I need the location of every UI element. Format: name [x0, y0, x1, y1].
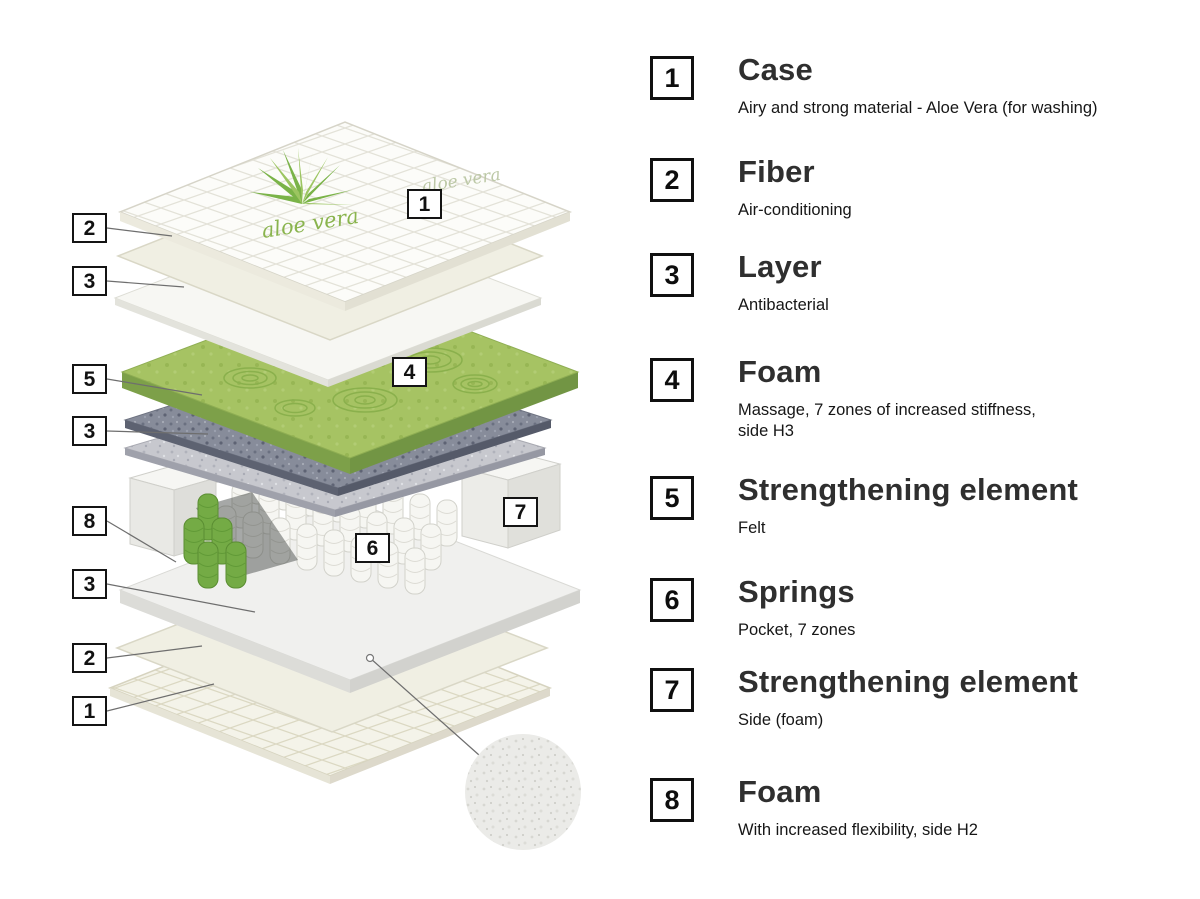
legend-num-7: 7 [650, 668, 694, 712]
legend-num-6: 6 [650, 578, 694, 622]
legend-num-5: 5 [650, 476, 694, 520]
legend-title-foam-massage: Foam [738, 354, 822, 389]
callout-5-felt: 5 [72, 364, 107, 394]
legend-item-case: 1 Case Airy and strong material - Aloe V… [650, 52, 1098, 119]
callout-1-case-top: 1 [407, 189, 442, 219]
legend-item-springs: 6 Springs Pocket, 7 zones [650, 574, 856, 641]
legend-desc-foam-h2: With increased flexibility, side H2 [738, 821, 978, 840]
aloe-plant-graphic [250, 148, 354, 205]
callout-3-layer-3: 3 [72, 569, 107, 599]
legend-title-layer: Layer [738, 249, 822, 284]
texture-magnifier [465, 734, 581, 850]
legend-item-layer: 3 Layer Antibacterial [650, 249, 829, 316]
callout-7-strengthening: 7 [503, 497, 538, 527]
legend-title-strengthening-side: Strengthening element [738, 664, 1079, 699]
legend-desc-foam-massage: Massage, 7 zones of increased stiffness,… [738, 401, 1036, 440]
legend-num-2: 2 [650, 158, 694, 202]
callout-6-springs: 6 [355, 533, 390, 563]
legend: 1 Case Airy and strong material - Aloe V… [620, 0, 1200, 899]
legend-item-strengthening-felt: 5 Strengthening element Felt [650, 472, 1079, 539]
legend-title-fiber: Fiber [738, 154, 815, 189]
legend-desc-strengthening-felt: Felt [738, 519, 766, 538]
legend-num-8: 8 [650, 778, 694, 822]
pointer-dot [365, 653, 375, 663]
side-frame-right [460, 451, 562, 549]
legend-desc-springs: Pocket, 7 zones [738, 621, 856, 640]
legend-num-3: 3 [650, 253, 694, 297]
legend-desc-case: Airy and strong material - Aloe Vera (fo… [738, 99, 1098, 118]
legend-desc-fiber: Air-conditioning [738, 201, 852, 220]
legend-num-4: 4 [650, 358, 694, 402]
mattress-exploded-illustration: aloe vera aloe vera [106, 121, 582, 850]
callout-3-layer: 3 [72, 266, 107, 296]
legend-title-foam-h2: Foam [738, 774, 822, 809]
callout-2-fiber-2: 2 [72, 643, 107, 673]
legend-title-springs: Springs [738, 574, 855, 609]
legend-item-foam-h2: 8 Foam With increased flexibility, side … [650, 774, 978, 841]
legend-item-strengthening-side: 7 Strengthening element Side (foam) [650, 664, 1079, 731]
legend-item-fiber: 2 Fiber Air-conditioning [650, 154, 852, 221]
callout-lines [106, 227, 480, 756]
legend-num-1: 1 [650, 56, 694, 100]
legend-title-strengthening-felt: Strengthening element [738, 472, 1079, 507]
callout-2-fiber: 2 [72, 213, 107, 243]
callout-3-layer-2: 3 [72, 416, 107, 446]
callout-8-foam: 8 [72, 506, 107, 536]
legend-title-case: Case [738, 52, 813, 87]
layer-case-top: aloe vera aloe vera [117, 121, 573, 311]
callout-1-case: 1 [72, 696, 107, 726]
legend-desc-strengthening-side: Side (foam) [738, 711, 824, 730]
legend-item-foam-massage: 4 Foam Massage, 7 zones of increased sti… [650, 354, 1036, 441]
callout-4-foam: 4 [392, 357, 427, 387]
legend-desc-layer: Antibacterial [738, 296, 829, 315]
